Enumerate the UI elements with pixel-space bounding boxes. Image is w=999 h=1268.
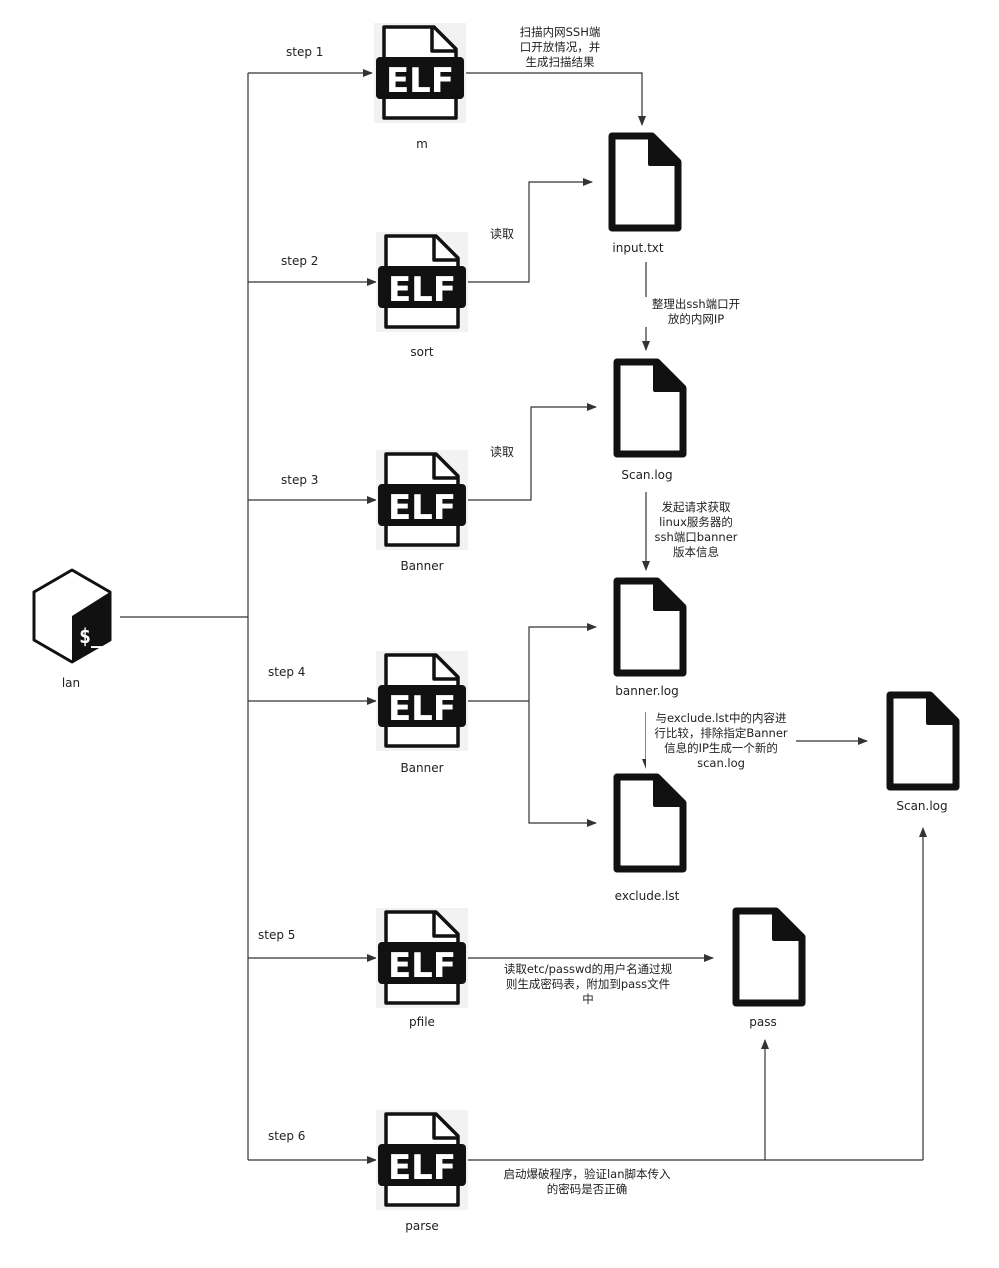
- note-line: 中: [582, 992, 594, 1006]
- document-icon-exclude: [613, 773, 687, 873]
- elf-icon-pfile: ELF: [376, 908, 468, 1008]
- m-to-input-arrow: [466, 72, 646, 126]
- banner2-to-exclude-arrow: [528, 701, 597, 827]
- input-label: input.txt: [612, 241, 664, 255]
- note-brute: 启动爆破程序，验证lan脚本传入 的密码是否正确: [494, 1167, 680, 1197]
- bash-terminal-icon: $_: [32, 568, 112, 664]
- sort-label: sort: [410, 345, 434, 359]
- elf-icon-parse: ELF: [376, 1110, 468, 1210]
- step-2-label: step 2: [281, 254, 319, 268]
- document-icon-scan: [613, 358, 687, 458]
- note-line: 信息的IP生成一个新的: [664, 741, 778, 755]
- note-line: 生成扫描结果: [525, 55, 595, 69]
- document-icon-input: [608, 132, 682, 232]
- elf-icon-banner-1: ELF: [376, 450, 468, 550]
- parse-label: parse: [405, 1219, 439, 1233]
- banner2-to-bannerlog-arrow: [528, 623, 597, 701]
- bash-prompt-text: $_: [79, 624, 104, 648]
- elf-text: ELF: [388, 1148, 456, 1188]
- step-3-label: step 3: [281, 473, 319, 487]
- pfile-label: pfile: [409, 1015, 435, 1029]
- elf-text: ELF: [388, 270, 456, 310]
- pass-label: pass: [749, 1015, 777, 1029]
- lan-label: lan: [61, 676, 81, 690]
- note-sort-ip: 整理出ssh端口开 放的内网IP: [644, 297, 748, 327]
- note-line: 整理出ssh端口开: [651, 297, 741, 311]
- document-icon-bannerlog: [613, 577, 687, 677]
- step-6-label: step 6: [268, 1129, 306, 1143]
- note-line: 则生成密码表，附加到pass文件: [505, 977, 671, 991]
- note-line: 扫描内网SSH端: [519, 25, 601, 39]
- note-scan-ssh: 扫描内网SSH端 口开放情况，并 生成扫描结果: [500, 25, 620, 70]
- scan-label: Scan.log: [621, 468, 673, 482]
- elf-text: ELF: [388, 946, 456, 986]
- note-line: 的密码是否正确: [546, 1182, 628, 1196]
- step-5-label: step 5: [258, 928, 296, 942]
- note-line: 发起请求获取: [661, 500, 731, 514]
- note-line: 放的内网IP: [667, 312, 725, 326]
- note-line: 读取etc/passwd的用户名通过规: [503, 962, 673, 976]
- note-line: 行比较，排除指定Banner: [654, 726, 788, 740]
- note-line: 与exclude.lst中的内容进: [655, 711, 787, 725]
- document-icon-scan-new: [886, 691, 960, 791]
- elf-text: ELF: [388, 689, 456, 729]
- step-1-label: step 1: [286, 45, 324, 59]
- note-read-1: 读取: [490, 227, 515, 241]
- note-line: 启动爆破程序，验证lan脚本传入: [503, 1167, 671, 1181]
- elf-text: ELF: [386, 61, 454, 101]
- m-label: m: [416, 137, 428, 151]
- elf-icon-sort: ELF: [376, 232, 468, 332]
- banner1-to-scan-arrow: [466, 403, 597, 501]
- note-line: 版本信息: [673, 545, 719, 559]
- banner1-label: Banner: [400, 559, 444, 573]
- scan2-label: Scan.log: [896, 799, 948, 813]
- sort-to-input-arrow: [466, 178, 593, 283]
- bannerlog-label: banner.log: [615, 684, 679, 698]
- document-icon-pass: [732, 907, 806, 1007]
- note-read-2: 读取: [490, 445, 515, 459]
- note-compare: 与exclude.lst中的内容进 行比较，排除指定Banner 信息的IP生成…: [646, 711, 796, 771]
- note-gen-pass: 读取etc/passwd的用户名通过规 则生成密码表，附加到pass文件 中: [494, 962, 682, 1007]
- banner2-label: Banner: [400, 761, 444, 775]
- step-4-label: step 4: [268, 665, 306, 679]
- note-get-banner: 发起请求获取 linux服务器的 ssh端口banner 版本信息: [647, 500, 745, 560]
- note-line: linux服务器的: [659, 515, 733, 529]
- note-line: ssh端口banner: [654, 530, 738, 544]
- elf-text: ELF: [388, 488, 456, 528]
- note-line: 口开放情况，并: [519, 40, 601, 54]
- elf-icon-m: ELF: [374, 23, 466, 123]
- elf-icon-banner-2: ELF: [376, 651, 468, 751]
- exclude-label: exclude.lst: [614, 889, 680, 903]
- note-line: scan.log: [697, 756, 745, 770]
